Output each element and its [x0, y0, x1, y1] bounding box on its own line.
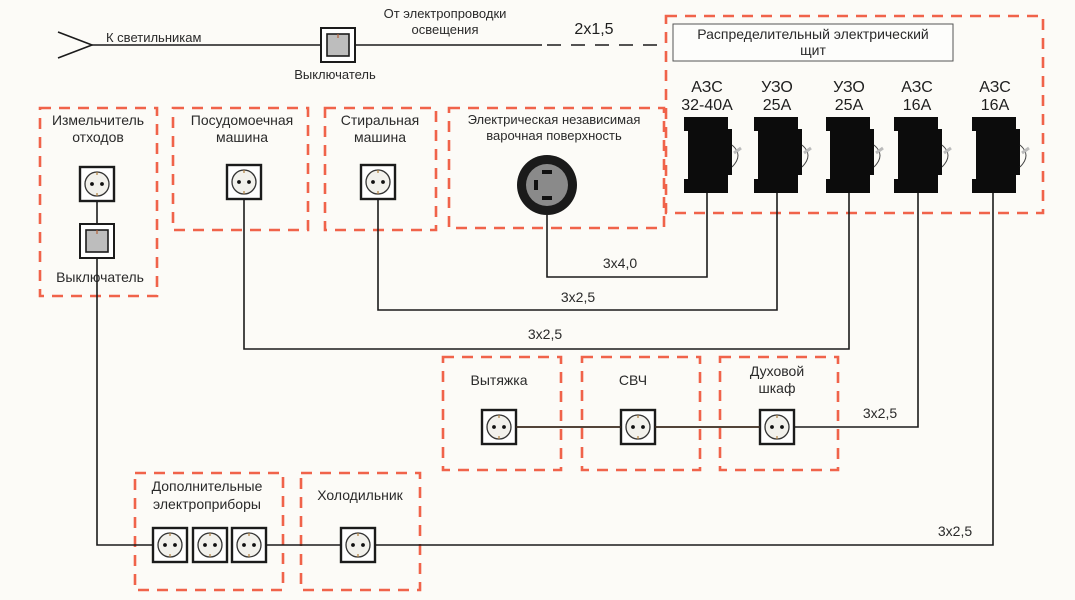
breaker-type-label: АЗС: [979, 79, 1011, 96]
zone-extra-appliances: Дополнительные электроприборы: [133, 471, 285, 592]
breaker-rating-label: 25А: [835, 97, 864, 114]
panel-title-box: [672, 23, 954, 62]
wire-fridge-group: [96, 258, 153, 546]
circuit-breaker-icon[interactable]: [682, 115, 743, 195]
hob-label-1: Электрическая независимая: [468, 112, 641, 127]
fridge-socket-icon[interactable]: [339, 526, 377, 564]
breaker-rating-label: 16А: [981, 97, 1010, 114]
lighting-cable-label: 2x1,5: [574, 21, 613, 38]
dishwasher-label-1: Посудомоечная: [191, 112, 293, 128]
lamp-output-icon: [57, 31, 95, 59]
to-lights-label: К светильникам: [106, 30, 201, 45]
washer-socket-icon[interactable]: [359, 163, 397, 201]
panel-title-line1: Распределительный электрический: [697, 26, 928, 42]
wire-dishwasher: [243, 193, 850, 350]
circuit-breaker-icon[interactable]: [892, 115, 953, 195]
breaker-type-label: АЗС: [901, 79, 933, 96]
zone-washer: Стиральная машина: [323, 106, 438, 232]
breaker-rating-label: 16А: [903, 97, 932, 114]
disposer-switch-icon[interactable]: [79, 223, 115, 259]
disposer-socket-icon[interactable]: [78, 165, 116, 203]
light-switch-label: Выключатель: [294, 67, 376, 82]
breaker-type-label: УЗО: [833, 79, 865, 96]
disposer-label-1: Измельчитель: [52, 112, 144, 128]
extra-label-1: Дополнительные: [152, 478, 263, 494]
zone-microwave: СВЧ: [580, 355, 702, 472]
washer-label-2: машина: [354, 129, 406, 145]
hob-label-2: варочная поверхность: [486, 128, 622, 143]
hood-socket-icon[interactable]: [480, 408, 518, 446]
circuit-breaker-icon[interactable]: [824, 115, 885, 195]
cable-oven-label: 3x2,5: [863, 405, 897, 421]
breaker-type-label: АЗС: [691, 79, 723, 96]
hob-power-socket-icon[interactable]: [517, 155, 577, 215]
lighting-line: К светильникам Выключатель От электропро…: [57, 6, 665, 82]
panel-title-line2: щит: [800, 42, 826, 58]
fridge-label: Холодильник: [317, 487, 403, 503]
circuit-breaker-icon[interactable]: [752, 115, 813, 195]
wire-oven-group: [794, 193, 919, 428]
breaker-rating-label: 25А: [763, 97, 792, 114]
disposer-switch-label: Выключатель: [56, 269, 144, 285]
light-switch-icon[interactable]: [320, 27, 356, 63]
hood-label: Вытяжка: [471, 372, 528, 388]
wires: 3x4,0 3x2,5 3x2,5 3x2,5 3x2,5: [96, 193, 994, 546]
cable-dishwasher-label: 3x2,5: [528, 326, 562, 342]
distribution-panel: Распределительный электрический щит АЗС3…: [664, 14, 1045, 215]
extra-label-2: электроприборы: [153, 496, 261, 512]
breaker-rating-label: 32-40А: [681, 97, 733, 114]
extra-socket-icon-3[interactable]: [230, 526, 268, 564]
microwave-socket-icon[interactable]: [619, 408, 657, 446]
disposer-label-2: отходов: [72, 129, 124, 145]
microwave-label: СВЧ: [619, 372, 647, 388]
cable-hob-label: 3x4,0: [603, 255, 637, 271]
panel-zone: [664, 14, 1045, 215]
zone-dishwasher: Посудомоечная машина: [171, 106, 310, 232]
zone-hood: Вытяжка: [441, 355, 563, 472]
zone-disposer: Измельчитель отходов Выключатель: [38, 106, 159, 298]
zone-fridge: Холодильник: [299, 471, 422, 592]
zone-hob: Электрическая независимая варочная повер…: [447, 106, 666, 230]
from-wiring-label-2: освещения: [412, 22, 479, 37]
oven-label-2: шкаф: [759, 380, 796, 396]
dishwasher-label-2: машина: [216, 129, 268, 145]
cable-fridge-label: 3x2,5: [938, 523, 972, 539]
zone-oven: Духовой шкаф: [718, 355, 840, 472]
dishwasher-socket-icon[interactable]: [225, 163, 263, 201]
extra-socket-icon-2[interactable]: [191, 526, 229, 564]
cable-washer-label: 3x2,5: [561, 289, 595, 305]
wire-washer: [377, 193, 778, 311]
oven-label-1: Духовой: [750, 363, 804, 379]
breaker-type-label: УЗО: [761, 79, 793, 96]
wire-hob: [546, 193, 708, 278]
oven-socket-icon[interactable]: [758, 408, 796, 446]
from-wiring-label-1: От электропроводки: [384, 6, 507, 21]
extra-socket-icon-1[interactable]: [151, 526, 189, 564]
washer-label-1: Стиральная: [341, 112, 419, 128]
circuit-breaker-icon[interactable]: [970, 115, 1031, 195]
